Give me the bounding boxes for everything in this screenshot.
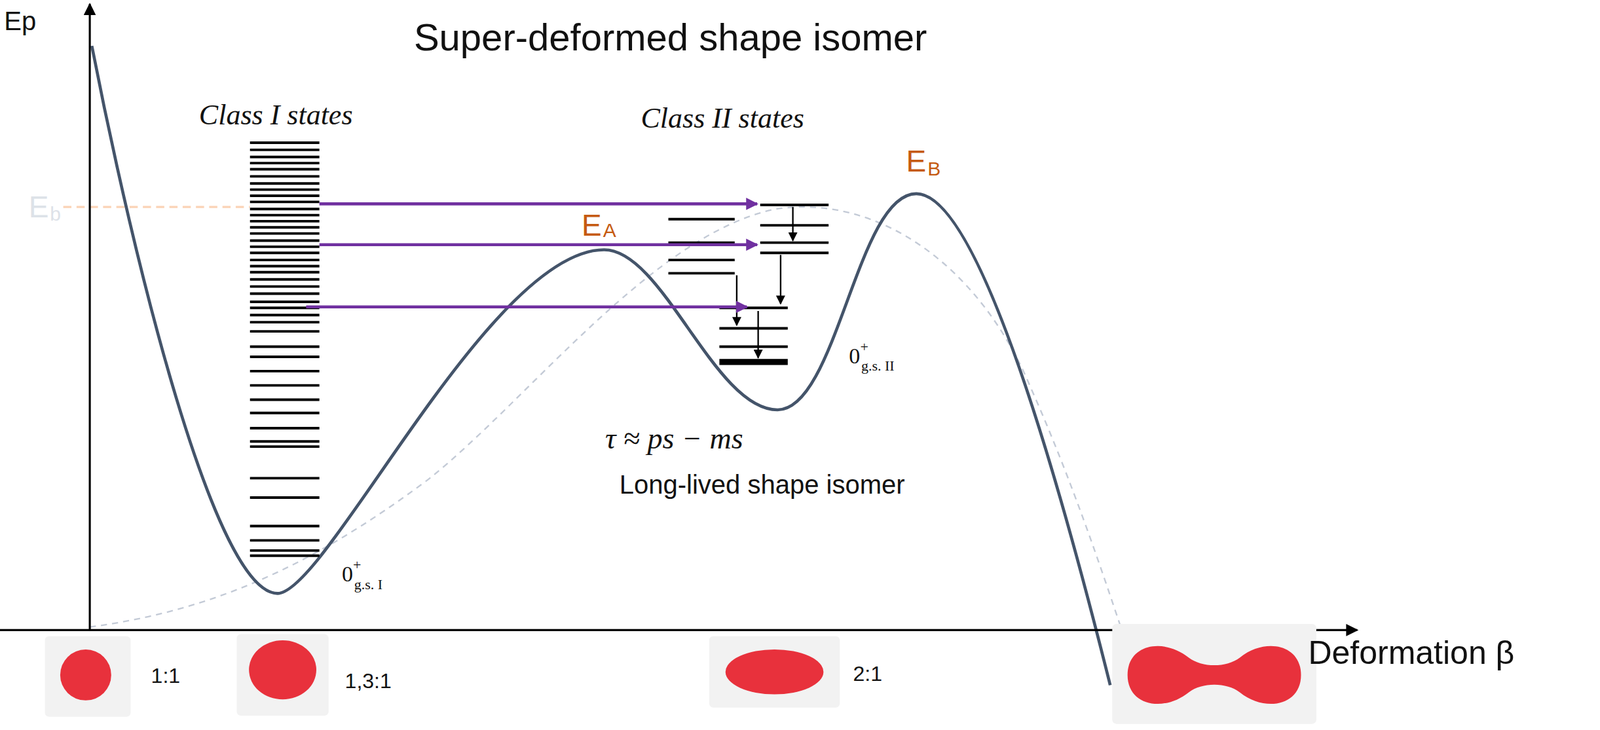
y-axis: [89, 3, 92, 631]
state-subscript: g.s. II: [861, 358, 895, 374]
potential-curve: [91, 45, 1111, 686]
decay-arrow: [791, 206, 794, 241]
lifetime-label: τ ≈ ps − ms: [605, 423, 744, 454]
axis-label: Ep: [3, 7, 37, 35]
shape-tile: [45, 636, 131, 718]
shape-tile: [709, 636, 840, 708]
tunnel-arrow: [319, 242, 758, 247]
diagram-title: Super-deformed shape isomer: [413, 18, 927, 57]
scission-shape: [1127, 646, 1302, 705]
tunnel-arrow: [319, 202, 758, 206]
axis-ratio-label: 1,3:1: [345, 670, 392, 692]
group-label: Class I states: [199, 100, 354, 130]
deformed-shape: [248, 640, 317, 700]
barrier-level-line: [63, 206, 251, 209]
decay-arrow: [780, 254, 782, 304]
barrier-subscript: B: [927, 159, 941, 179]
barrier-label: E: [581, 210, 602, 241]
tunnel-arrow: [305, 305, 747, 309]
barrier-subscript: b: [49, 204, 61, 224]
note-text: Long-lived shape isomer: [619, 471, 906, 498]
superdeformed-shape: [725, 649, 824, 695]
state-subscript: g.s. I: [354, 577, 383, 593]
sphere-shape: [60, 649, 112, 701]
axis-ratio-label: 2:1: [853, 663, 883, 685]
axis-ratio-label: 1:1: [151, 665, 181, 687]
shape-tile: [236, 634, 329, 717]
state-superscript: +: [353, 558, 361, 573]
state-label: 0: [848, 345, 860, 368]
state-label: 0: [341, 563, 354, 586]
class-two-ground-level: [719, 358, 788, 365]
barrier-subscript: A: [603, 220, 617, 241]
group-label: Class II states: [640, 104, 804, 133]
class-two-levels: [668, 204, 830, 347]
state-superscript: +: [859, 339, 868, 355]
barrier-label: E: [28, 191, 50, 223]
decay-arrow: [736, 275, 738, 325]
shape-tile: [1112, 624, 1317, 725]
class-one-levels: [250, 142, 320, 557]
decay-arrow: [757, 311, 759, 359]
axis-label: Deformation β: [1307, 636, 1515, 670]
barrier-label: E: [906, 146, 927, 177]
